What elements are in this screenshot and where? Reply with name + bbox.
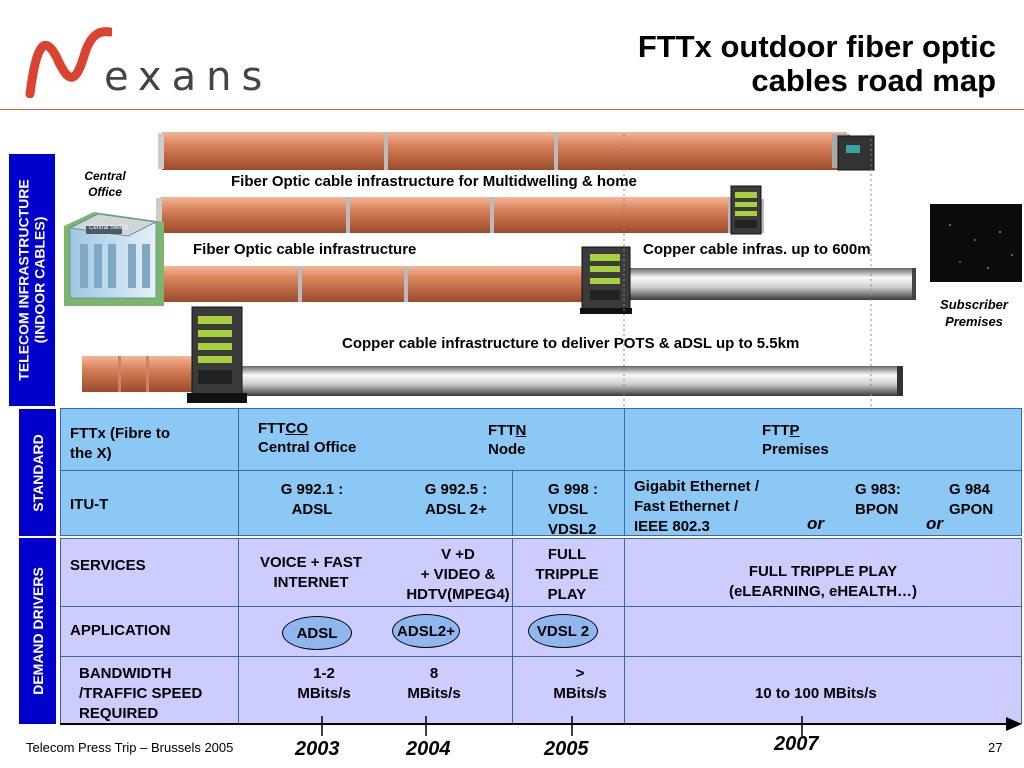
caption-multidwelling: Fiber Optic cable infrastructure for Mul… xyxy=(231,173,637,190)
page-title: FTTx outdoor fiber optic cables road map xyxy=(396,30,996,98)
nexans-logo-icon xyxy=(25,27,112,98)
demand-col-divider xyxy=(238,538,239,724)
infrastructure-diagram xyxy=(64,132,1022,408)
header-divider xyxy=(0,109,1024,110)
or-label-2: or xyxy=(926,514,943,533)
demand-vdivider-3 xyxy=(624,538,625,724)
cabinet-small xyxy=(730,185,762,235)
or-label-1: or xyxy=(807,514,824,533)
g984-label: G 984 GPON xyxy=(949,481,994,518)
bandwidth-10-100: 10 to 100 MBits/s xyxy=(755,685,877,702)
demand-row-divider-2 xyxy=(60,656,1022,657)
title-line-2: cables road map xyxy=(751,63,996,98)
app-adsl-ellipse: ADSL xyxy=(282,616,352,650)
year-2005: 2005 xyxy=(544,738,589,760)
bandwidth-label: BANDWIDTH /TRAFFIC SPEED REQUIRED xyxy=(79,665,203,722)
cabinet-medium xyxy=(580,246,632,314)
demand-vdivider-2 xyxy=(512,538,513,724)
year-2004: 2004 xyxy=(406,738,451,760)
fiber-pipe-3 xyxy=(163,266,583,302)
standard-col-divider xyxy=(238,408,239,536)
bandwidth-greater: > MBits/s xyxy=(553,665,607,702)
standard-tab: STANDARD xyxy=(19,409,56,536)
gigabit-ethernet-label: Gigabit Ethernet / Fast Ethernet / IEEE … xyxy=(634,478,760,535)
fttx-label: FTTx (Fibre to the X) xyxy=(70,425,170,462)
caption-fiber-infra: Fiber Optic cable infrastructure xyxy=(193,241,417,258)
building-sign: Central Switch xyxy=(89,225,128,231)
fiber-pipe-1 xyxy=(162,132,847,170)
copper-pipe-pots xyxy=(240,366,900,396)
standard-panel xyxy=(60,408,1022,536)
year-2007: 2007 xyxy=(774,733,819,755)
demand-row-divider-1 xyxy=(60,606,1022,607)
full-tripple-play-elearning-label: FULL TRIPPLE PLAY (eLEARNING, eHEALTH…) xyxy=(728,563,918,600)
services-label: SERVICES xyxy=(70,557,146,574)
voice-internet-label: VOICE + FAST INTERNET xyxy=(259,554,363,591)
g983-label: G 983: BPON xyxy=(855,481,901,518)
central-office-label: Central Office xyxy=(84,169,126,199)
g9925-label: G 992.5 : ADSL 2+ xyxy=(424,481,488,518)
bandwidth-1-2: 1-2 MBits/s xyxy=(297,665,351,702)
title-line-1: FTTx outdoor fiber optic xyxy=(637,29,996,64)
bandwidth-8: 8 MBits/s xyxy=(407,665,461,702)
subscriber-premises-label: Subscriber Premises xyxy=(940,297,1008,329)
page-number: 27 xyxy=(988,740,1003,755)
caption-copper-pots: Copper cable infrastructure to deliver P… xyxy=(342,335,800,352)
logo-wordmark: exans xyxy=(104,54,273,100)
fttp-label: FTTP Premises xyxy=(762,422,829,458)
central-office-building xyxy=(64,212,164,306)
g9921-label: G 992.1 : ADSL xyxy=(280,481,344,518)
year-2003: 2003 xyxy=(295,738,340,760)
timeline-arrow xyxy=(60,716,1022,736)
standard-row-divider xyxy=(60,470,1022,471)
g998-label: G 998 : VDSL VDSL2 xyxy=(548,481,599,538)
standard-vdivider-3 xyxy=(624,408,625,536)
app-adsl2plus-ellipse: ADSL2+ xyxy=(392,614,460,648)
fiber-pipe-2 xyxy=(160,197,740,233)
fttn-label: FTTN Node xyxy=(488,422,527,458)
fiber-pipe-4 xyxy=(82,356,202,392)
caption-copper-600: Copper cable infras. up to 600m xyxy=(643,241,871,258)
logo: exans xyxy=(22,26,262,100)
full-tripple-play-label: FULL TRIPPLE PLAY xyxy=(535,546,599,603)
telecom-infrastructure-tab: TELECOM INFRASTRUCTURE (INDOOR CABLES) xyxy=(9,154,55,406)
application-label: APPLICATION xyxy=(70,622,171,639)
video-hdtv-label: V +D + VIDEO & HDTV(MPEG4) xyxy=(406,546,510,603)
cabinet-large xyxy=(187,306,247,403)
standard-vdivider-2 xyxy=(512,471,513,536)
subscriber-premises-image xyxy=(930,204,1022,282)
copper-pipe-600 xyxy=(620,268,915,300)
footer-text: Telecom Press Trip – Brussels 2005 xyxy=(26,740,234,755)
demand-drivers-tab: DEMAND DRIVERS xyxy=(19,538,56,724)
fttco-label: FTTCO Central Office xyxy=(258,420,357,456)
app-vdsl2-ellipse: VDSL 2 xyxy=(528,614,598,648)
itut-label: ITU-T xyxy=(70,496,109,513)
